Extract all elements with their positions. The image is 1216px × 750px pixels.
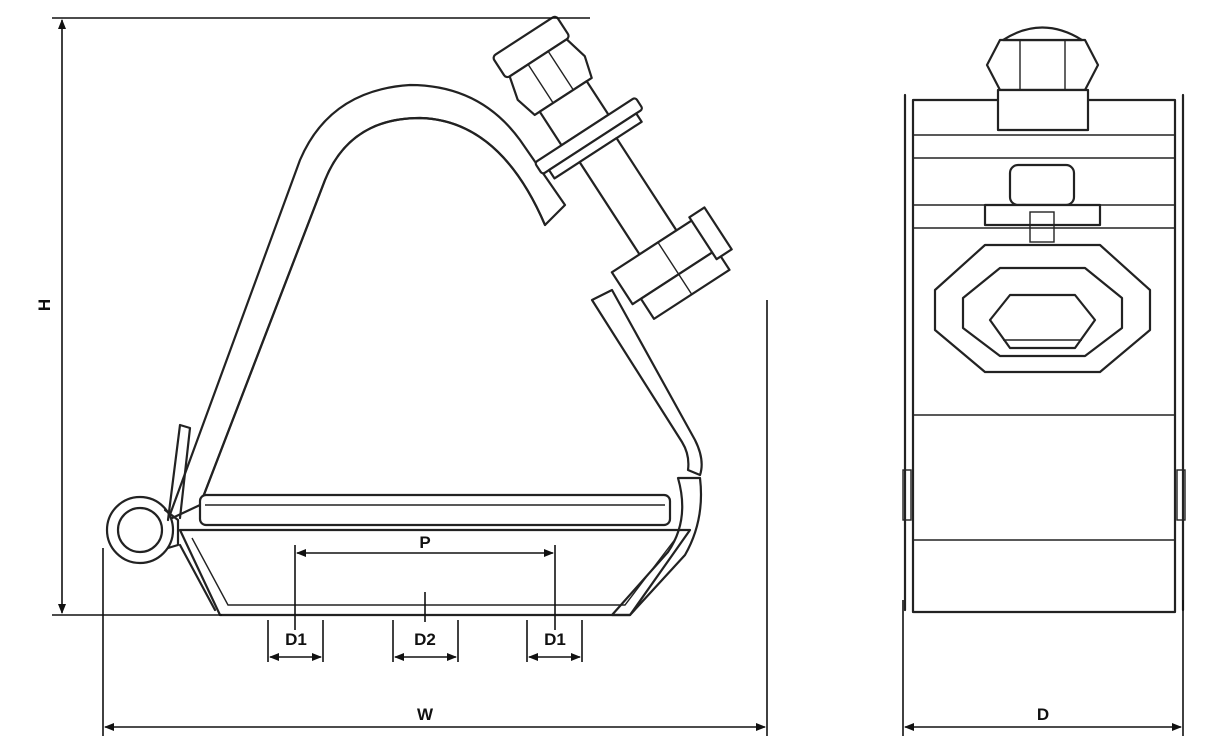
front-view xyxy=(902,26,1186,614)
d2-label: D2 xyxy=(414,630,436,649)
bracket-right-arm xyxy=(590,288,703,477)
bracket-inner xyxy=(198,116,547,507)
d1-right-label: D1 xyxy=(544,630,566,649)
base-tray xyxy=(178,528,692,617)
top-nut xyxy=(985,38,1100,92)
p-label: P xyxy=(419,533,430,552)
hinge-ring xyxy=(105,495,175,565)
bolt-assembly xyxy=(492,15,733,320)
d1-left-label: D1 xyxy=(285,630,307,649)
cross-bar xyxy=(983,203,1102,227)
side-view: H W P D1 D2 D1 xyxy=(35,15,768,736)
bracket-right-lower xyxy=(610,476,703,617)
h-label: H xyxy=(35,299,54,311)
bracket-outer xyxy=(166,83,567,522)
d-label: D xyxy=(1037,705,1049,724)
cable-pad xyxy=(198,493,672,527)
w-label: W xyxy=(417,705,434,724)
